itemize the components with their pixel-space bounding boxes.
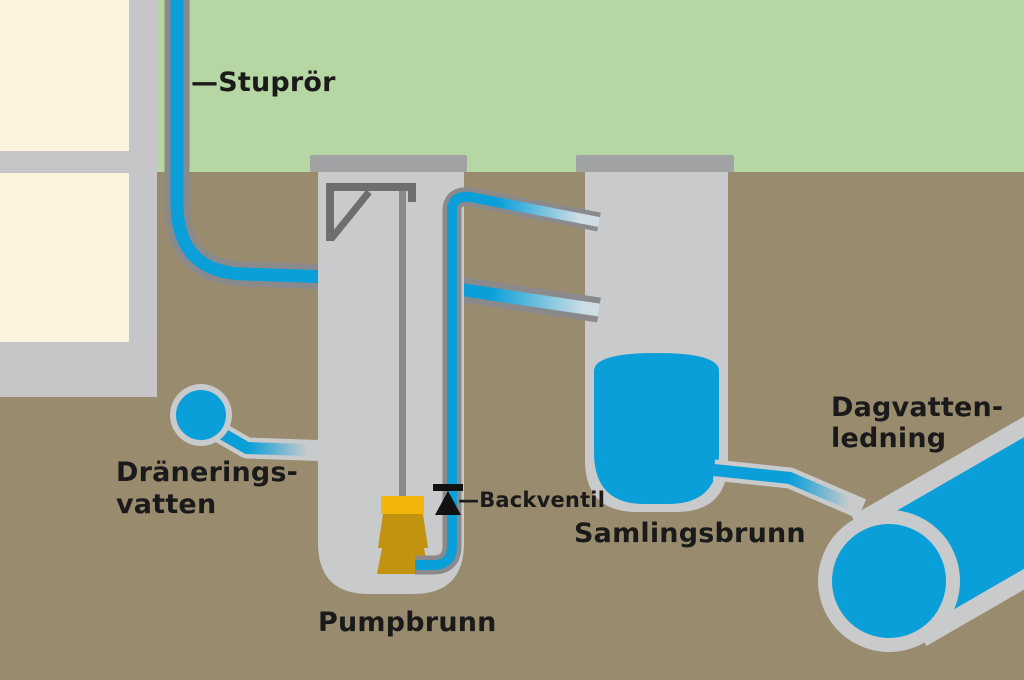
bracket-strut (328, 189, 372, 242)
label-dagvattenledning: Dagvatten- ledning (831, 392, 1003, 454)
bracket-leg (326, 183, 334, 241)
house (0, 0, 157, 397)
drain-inlet-water (176, 390, 226, 440)
pump-top (381, 496, 424, 514)
house-panel-upper (0, 0, 129, 151)
drain-pipe-water (211, 423, 334, 457)
dagvatten-pipe-end-water (832, 524, 946, 638)
label-dagvattenledning-line1: Dagvatten- (831, 392, 1004, 423)
pump-cable (399, 191, 406, 497)
label-dagvattenledning-line2: ledning (831, 423, 947, 454)
dagvatten-pipe-water (860, 316, 1024, 631)
riser-pipe-water (415, 191, 600, 570)
samlingsbrunn-outlet-pipe (712, 459, 867, 519)
pumpbrunn-cap (310, 155, 467, 172)
pumpbrunn-well (310, 155, 467, 594)
stupror-pipe (164, 0, 601, 323)
label-stupror: —Stuprör (191, 67, 336, 98)
label-pumpbrunn: Pumpbrunn (318, 607, 497, 638)
dagvattenledning-pipe (818, 301, 1024, 652)
pumpbrunn-body (318, 172, 464, 594)
draneringsvatten-inlet (170, 384, 334, 462)
bracket-bar (326, 183, 416, 191)
valve-triangle (435, 491, 461, 515)
samlingsbrunn-cap (576, 155, 734, 172)
label-draneringsvatten: Dränerings- vatten (116, 457, 298, 521)
bracket-hook (408, 191, 416, 202)
backventil-symbol (433, 484, 463, 515)
house-panel-lower (0, 173, 129, 342)
samlingsbrunn-well (576, 155, 734, 512)
stupror-pipe-water (170, 0, 600, 317)
label-samlingsbrunn: Samlingsbrunn (574, 518, 806, 549)
outlet-pipe-water (713, 464, 865, 515)
valve-seat-bar (433, 484, 463, 491)
samlingsbrunn-water (594, 353, 719, 504)
label-draneringsvatten-line1: Dränerings- (116, 457, 299, 488)
pump-bracket (326, 183, 416, 242)
label-draneringsvatten-line2: vatten (116, 489, 217, 520)
pump-riser-pipe (415, 187, 601, 575)
label-backventil: —Backventil (458, 488, 606, 512)
